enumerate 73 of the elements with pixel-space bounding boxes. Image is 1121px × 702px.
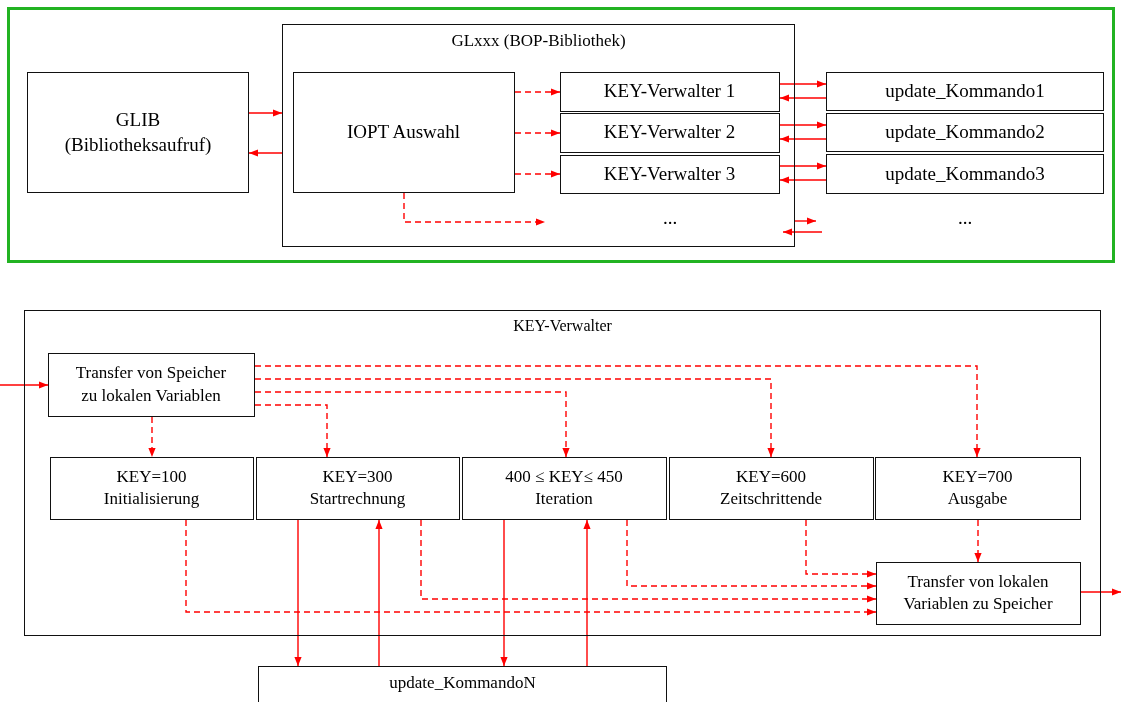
node-label: GLIB (Bibliotheksaufruf) — [63, 107, 213, 157]
node-label: Ausgabe — [947, 488, 1008, 510]
arrow — [779, 162, 827, 170]
process-box — [874, 456, 1081, 520]
arrow — [375, 519, 383, 667]
node-label: KEY=100 — [116, 465, 187, 488]
arrow — [782, 228, 823, 236]
arrow — [294, 519, 302, 667]
process-box — [826, 72, 1104, 111]
dashed-arrow — [626, 519, 877, 590]
process-box — [258, 666, 667, 702]
dashed-arrow — [254, 391, 570, 458]
process-box — [27, 72, 249, 193]
node-label: KEY=600 — [736, 465, 806, 488]
arrow — [779, 80, 827, 88]
dashed-arrow — [514, 88, 561, 96]
node-label: KEY=700 — [942, 465, 1013, 488]
node-label: KEY-Verwalter 3 — [603, 161, 736, 186]
node-label: IOPT Auswahl — [346, 119, 461, 144]
node-label: Transfer von lokalen Variablen zu Speicher — [902, 570, 1054, 615]
node-label: 400 ≤ KEY≤ 450 — [505, 465, 623, 488]
node-label: KEY=300 — [322, 465, 393, 488]
node-label: KEY-Verwalter 1 — [603, 79, 736, 104]
arrow — [583, 519, 591, 667]
group-box — [24, 310, 1101, 636]
dashed-arrow — [148, 416, 156, 458]
node-label: Transfer von Speicher zu lokalen Variablen — [74, 362, 228, 407]
arrow — [779, 135, 827, 143]
node-label: Zeitschrittende — [720, 488, 822, 510]
node-label: Startrechnung — [309, 488, 406, 510]
dashed-arrow — [974, 519, 982, 563]
node-label: update_Kommando3 — [885, 161, 1045, 186]
dashed-arrow — [420, 519, 877, 603]
dashed-arrow — [403, 192, 546, 226]
node-label: Iteration — [535, 488, 593, 510]
group-title: GLxxx (BOP-Bibliothek) — [451, 30, 626, 52]
arrow — [248, 109, 283, 117]
process-box — [47, 352, 255, 417]
group-title: KEY-Verwalter — [513, 316, 612, 336]
process-box — [255, 456, 460, 520]
process-box — [875, 561, 1081, 625]
process-box — [559, 71, 780, 112]
node-label: update_Kommando1 — [885, 79, 1045, 104]
arrow — [779, 94, 827, 102]
arrow — [794, 217, 817, 225]
dashed-arrow — [254, 378, 775, 458]
process-box — [49, 456, 254, 520]
process-box — [668, 456, 874, 520]
dashed-arrow — [185, 519, 877, 616]
group-box — [282, 24, 795, 247]
process-box — [461, 456, 667, 520]
process-box — [826, 113, 1104, 152]
process-box — [559, 154, 780, 194]
node-label: update_KommandoN — [389, 672, 536, 694]
process-box — [559, 112, 780, 153]
process-box — [826, 154, 1104, 194]
arrow — [1080, 588, 1121, 596]
ellipsis-text: ... — [662, 207, 678, 229]
arrow — [248, 149, 283, 157]
dashed-arrow — [254, 404, 331, 458]
dashed-arrow — [514, 170, 561, 178]
node-label: Initialisierung — [103, 488, 200, 510]
node-label: update_Kommando2 — [885, 120, 1045, 145]
dashed-arrow — [254, 365, 981, 458]
dashed-arrow — [514, 129, 561, 137]
arrow — [500, 519, 508, 667]
node-label: KEY-Verwalter 2 — [603, 120, 736, 145]
arrow — [779, 121, 827, 129]
ellipsis-text: ... — [957, 207, 973, 229]
arrow — [779, 176, 827, 184]
process-box — [292, 71, 515, 193]
arrow — [0, 381, 49, 389]
dashed-arrow — [805, 519, 877, 578]
